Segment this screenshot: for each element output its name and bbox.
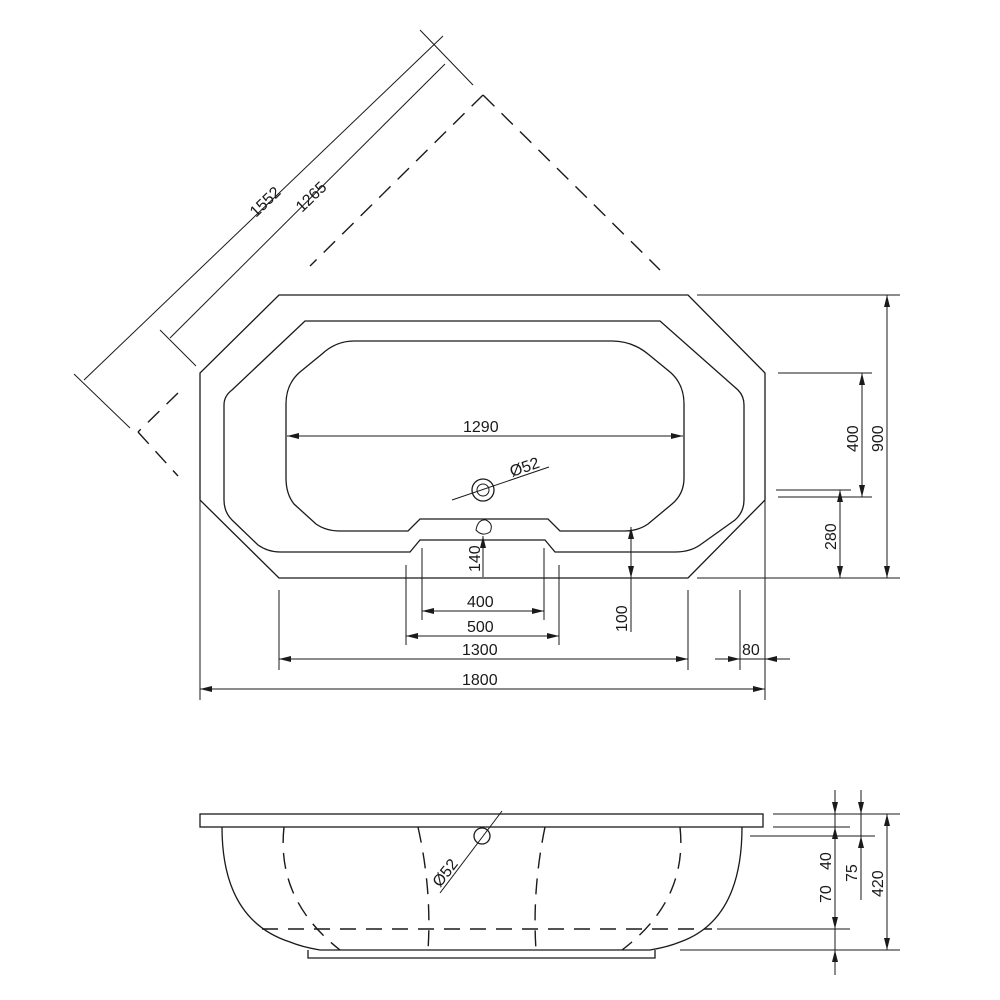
- dim-900-label: 900: [870, 425, 887, 452]
- arrowhead: [859, 373, 865, 385]
- drain-leader-top: [451, 466, 550, 501]
- arrowhead: [837, 566, 843, 578]
- dim-280-label: 280: [823, 523, 840, 550]
- dim-1800-label: 1800: [462, 672, 498, 689]
- dim-70-label: 70: [818, 885, 835, 903]
- dim-1265-ext: [159, 329, 197, 367]
- arrowhead: [884, 295, 890, 307]
- dim-40-label: 40: [818, 852, 835, 870]
- dim-1300-label: 1300: [462, 642, 498, 659]
- side-view: Ø52 40 70 75 420: [199, 790, 900, 975]
- tub-body-outline: [221, 826, 743, 951]
- overflow-detail: [475, 519, 492, 535]
- corner-line-left-lower-a: [137, 392, 179, 433]
- dim-1265-line: [169, 63, 446, 339]
- dim-500-label: 500: [467, 619, 494, 636]
- dim-1552-ext-a: [73, 373, 131, 429]
- drain-dia-top-label: Ø52: [508, 455, 542, 481]
- arrowhead: [832, 917, 838, 929]
- arrowhead: [532, 608, 544, 614]
- arrowhead: [753, 686, 765, 692]
- arrowhead: [884, 814, 890, 826]
- dim-100-label: 100: [614, 605, 631, 632]
- inner-basin-outline: [285, 340, 685, 532]
- arrowhead: [832, 827, 838, 839]
- corner-line-right: [482, 94, 661, 271]
- dim-400-side-label: 400: [845, 425, 862, 452]
- tub-foot: [307, 950, 656, 959]
- inner-curve-right: [621, 826, 682, 951]
- drain-outer-circle: [471, 478, 495, 502]
- inner-curve-center-left: [417, 826, 430, 951]
- arrowhead: [287, 433, 299, 439]
- arrowhead: [859, 485, 865, 497]
- arrowhead: [858, 802, 864, 814]
- arrowhead: [547, 633, 559, 639]
- arrowhead: [837, 490, 843, 502]
- arrowhead: [200, 686, 212, 692]
- arrowhead: [884, 566, 890, 578]
- dim-1290-label: 1290: [463, 419, 499, 436]
- dim-1552-ext-b: [419, 29, 474, 86]
- dim-1552-label: 1552: [247, 184, 284, 221]
- dim-80-label: 80: [742, 642, 760, 659]
- inner-curve-center-right: [534, 826, 546, 951]
- dim-1552-line: [83, 35, 444, 381]
- arrowhead: [628, 566, 634, 578]
- arrowhead: [728, 656, 740, 662]
- arrowhead: [480, 536, 486, 548]
- drain-inner-circle: [476, 483, 490, 497]
- arrowhead: [676, 656, 688, 662]
- rim-top: [199, 813, 764, 828]
- arrowhead: [671, 433, 683, 439]
- corner-line-left: [309, 94, 484, 267]
- drain-dia-side-label: Ø52: [430, 856, 462, 890]
- arrowhead: [832, 950, 838, 962]
- arrowhead: [628, 527, 634, 539]
- arrowhead: [422, 608, 434, 614]
- arrowhead: [279, 656, 291, 662]
- dim-75-label: 75: [844, 864, 861, 882]
- dim-420-label: 420: [870, 870, 887, 897]
- dim-140-label: 140: [467, 545, 484, 572]
- arrowhead: [858, 836, 864, 848]
- drain-side-circle: [473, 827, 491, 845]
- drain-leader-side: [439, 810, 503, 894]
- arrowhead: [406, 633, 418, 639]
- inner-curve-left: [282, 826, 341, 951]
- dim-400-seat-label: 400: [467, 594, 494, 611]
- arrowhead: [832, 802, 838, 814]
- corner-line-left-lower-b: [137, 431, 179, 477]
- middle-basin-outline: [223, 320, 745, 553]
- arrowhead: [765, 656, 777, 662]
- arrowhead: [884, 938, 890, 950]
- top-view: 1552 1265 1290 Ø52 140 100: [73, 29, 900, 700]
- outer-rim-outline: [199, 294, 766, 579]
